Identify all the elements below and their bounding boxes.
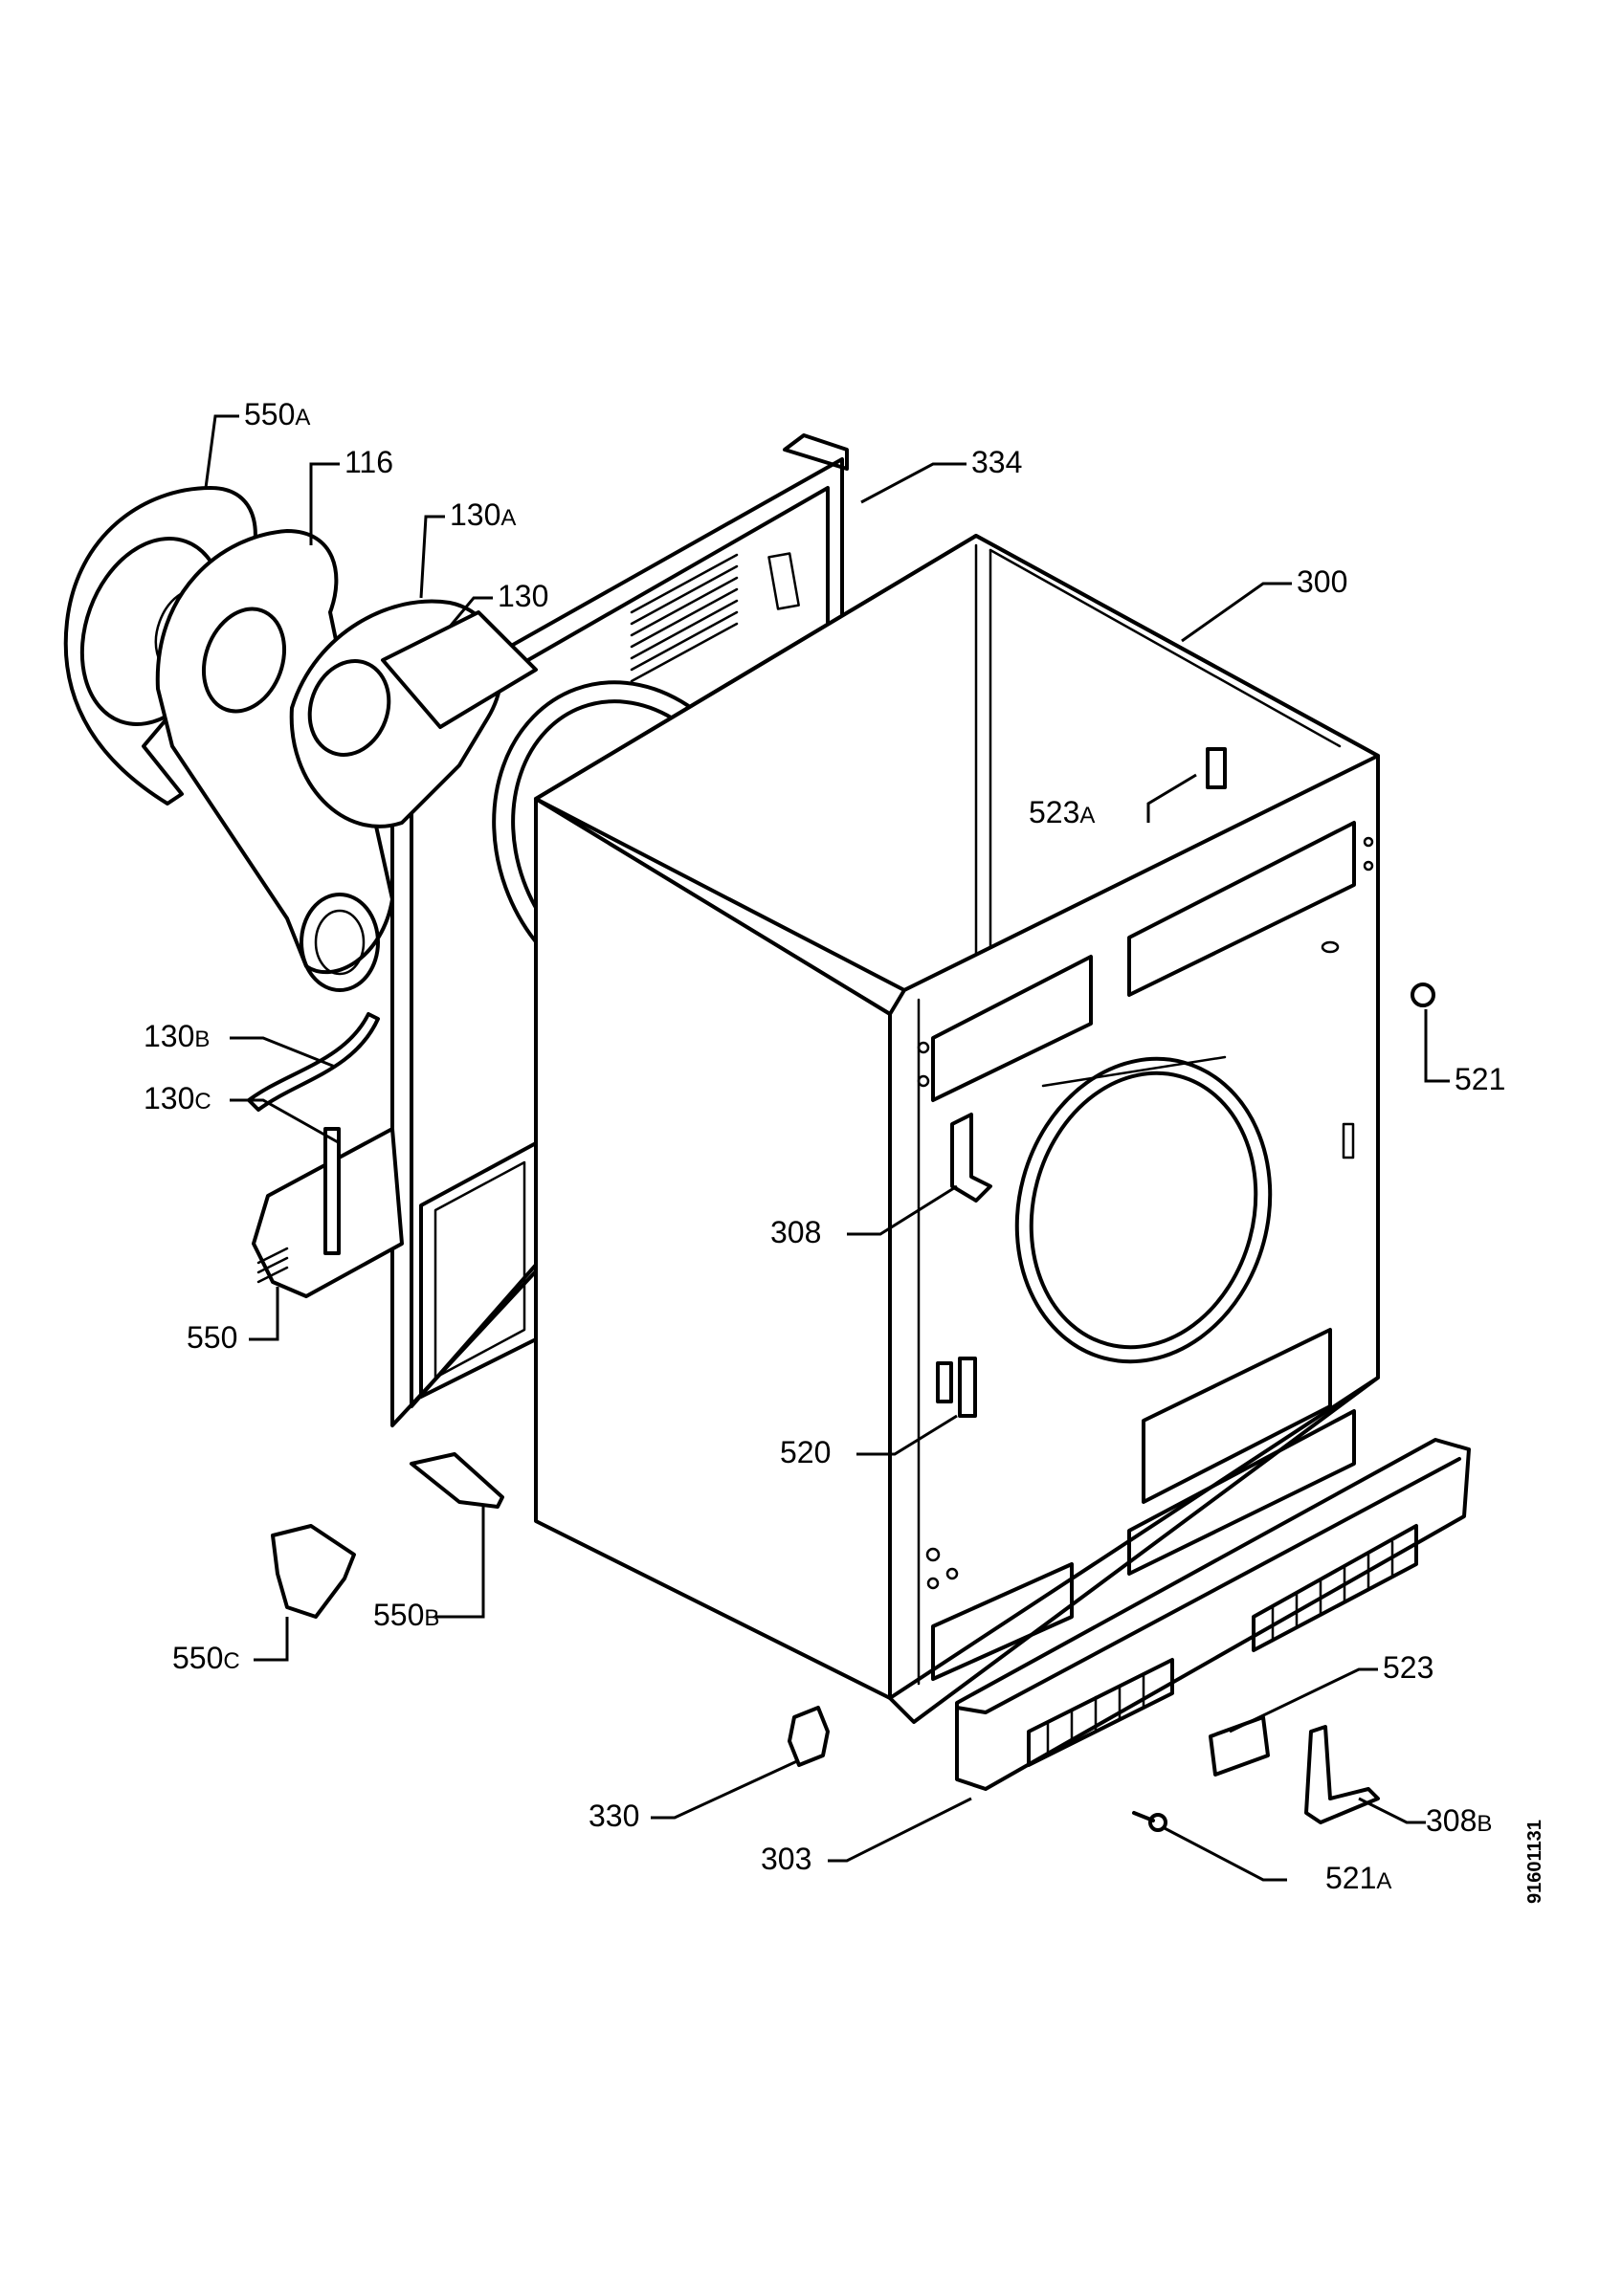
cabinet-300 <box>534 534 1380 1724</box>
callout-303: 303 <box>761 1842 811 1876</box>
callout-334: 334 <box>971 445 1022 479</box>
callout-523: 523 <box>1383 1650 1433 1685</box>
filter-assembly <box>63 486 538 1298</box>
callout-130b: 130B <box>144 1019 210 1053</box>
callout-labels: 550A 116 130A 130 334 300 523A 521 130B … <box>144 397 1505 1895</box>
callout-550: 550 <box>187 1320 237 1355</box>
callout-130a: 130A <box>450 497 516 532</box>
callout-520: 520 <box>780 1435 831 1469</box>
callout-130: 130 <box>498 579 548 613</box>
plinth-303 <box>955 1438 1471 1791</box>
callout-523a: 523A <box>1029 795 1095 829</box>
callout-330: 330 <box>589 1799 639 1833</box>
callout-116: 116 <box>344 445 393 479</box>
callout-308b: 308B <box>1426 1803 1492 1838</box>
callout-550b: 550B <box>373 1598 439 1632</box>
callout-130c: 130C <box>144 1081 211 1115</box>
callout-308: 308 <box>770 1215 821 1249</box>
document-number: 91601131 <box>1524 1820 1545 1904</box>
callout-300: 300 <box>1297 564 1347 599</box>
callout-550c: 550C <box>172 1641 240 1675</box>
callout-550a: 550A <box>244 397 310 431</box>
callout-521a: 521A <box>1325 1861 1391 1895</box>
callout-521: 521 <box>1455 1062 1505 1096</box>
leader-lines <box>204 414 1450 1882</box>
